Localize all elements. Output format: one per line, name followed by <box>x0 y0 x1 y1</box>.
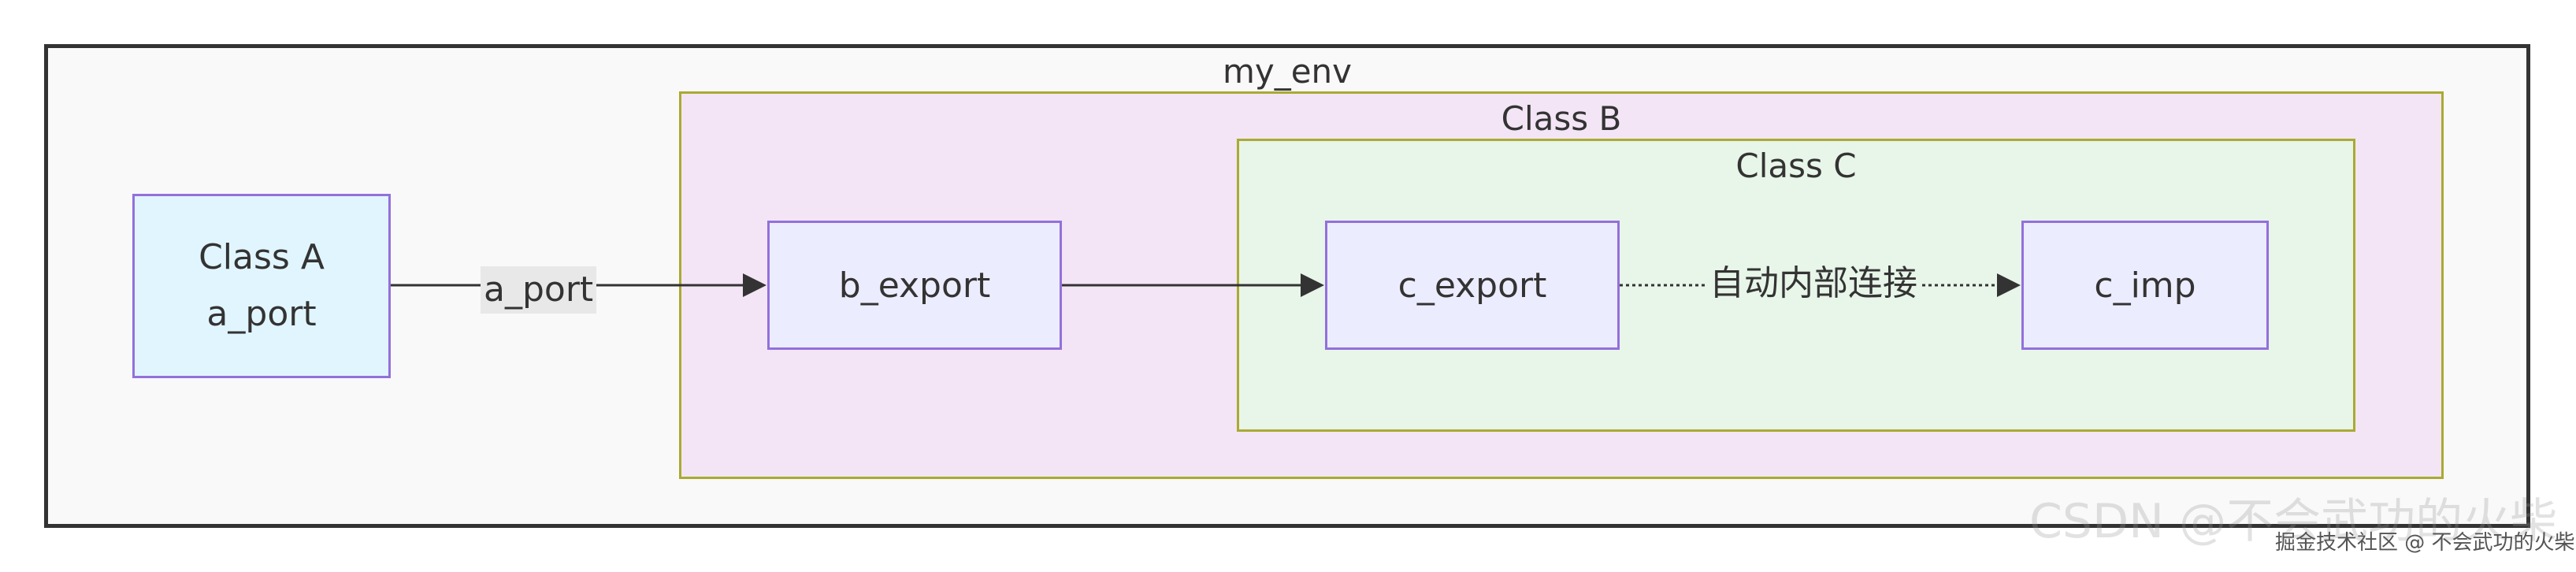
juejin-watermark: 掘金技术社区 @ 不会武功的火柴 <box>2275 531 2575 555</box>
csdn-watermark: CSDN @不会武功的火柴 <box>2029 494 2558 549</box>
c-imp-label: c_imp <box>2094 265 2196 306</box>
c-export-node[interactable]: c_export <box>1325 221 1620 350</box>
class-c-title: Class C <box>1735 147 1857 185</box>
b-export-label: b_export <box>838 265 991 306</box>
c-imp-node[interactable]: c_imp <box>2021 221 2269 350</box>
class-b-title: Class B <box>1501 99 1622 138</box>
my-env-title: my_env <box>1222 52 1353 91</box>
class-a-node[interactable]: Class A a_port <box>132 194 391 378</box>
class-a-port-label: a_port <box>206 294 317 334</box>
b-export-node[interactable]: b_export <box>767 221 1062 350</box>
edge-label-a-port: a_port <box>481 266 597 314</box>
class-a-label: Class A <box>199 237 325 277</box>
edge-label-auto-internal-connection: 自动内部连接 <box>1705 263 1922 304</box>
c-export-label: c_export <box>1397 265 1547 306</box>
